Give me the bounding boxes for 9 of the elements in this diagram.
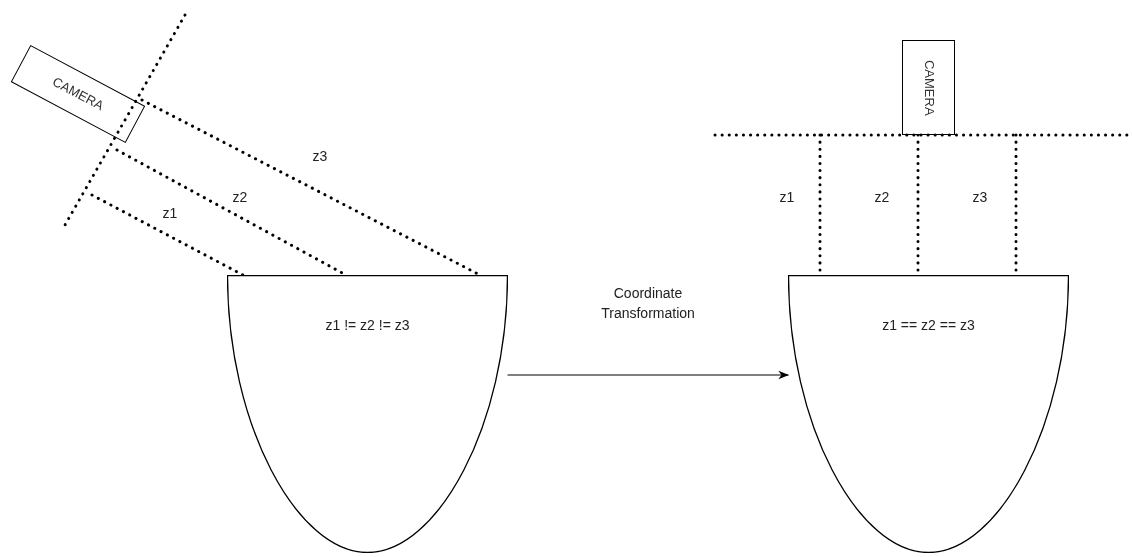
equation-text: z1 != z2 != z3 [325, 316, 410, 335]
arrow [507, 370, 790, 380]
image-plane-line [715, 133, 1130, 137]
bowl-shape [227, 275, 508, 553]
dotted-line [90, 193, 245, 277]
equation-text: z1 == z2 == z3 [882, 316, 975, 335]
camera-label: CAMERA [920, 59, 938, 116]
bowl-shape [788, 275, 1069, 553]
camera-box [902, 40, 955, 135]
